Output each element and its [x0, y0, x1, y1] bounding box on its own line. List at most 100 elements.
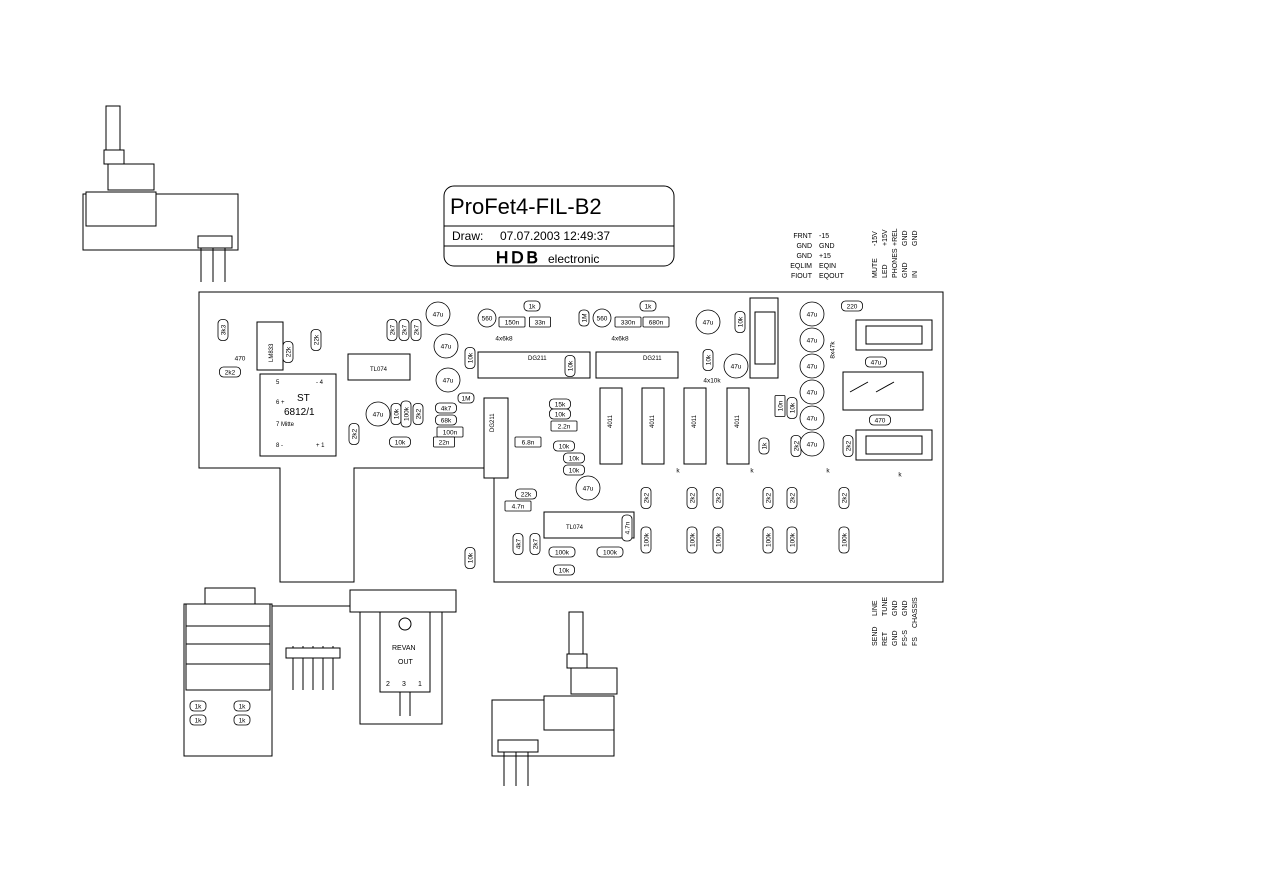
- component-value: 2k2: [766, 492, 773, 503]
- ic-chip-4011-2: 4011: [641, 387, 665, 465]
- draw-date: 07.07.2003 12:49:37: [500, 229, 610, 243]
- component-body: [553, 564, 575, 576]
- component-body: [529, 533, 541, 555]
- component-value: 1k: [195, 718, 203, 725]
- component-value: 2k2: [846, 440, 853, 451]
- capacitor-body: [799, 431, 825, 457]
- chip-label: LM833: [269, 343, 275, 362]
- conn-top-left-2-0: -15: [819, 233, 829, 240]
- component-body: [400, 400, 412, 428]
- component-body: [563, 464, 585, 476]
- component-label: 1k: [233, 714, 251, 726]
- component-label: 220: [841, 300, 863, 312]
- component-label: 10k: [464, 347, 476, 369]
- component-label: 47u: [799, 405, 825, 431]
- component-value: 470: [235, 356, 246, 363]
- capacitor-body: [799, 327, 825, 353]
- component-value: 2.2n: [558, 424, 571, 431]
- component-value: k: [750, 468, 754, 475]
- chip-label: DG211: [643, 356, 662, 362]
- conn-top-right-2-0: PHONES: [892, 248, 899, 278]
- conn-top-left-1-4: FIOUT: [791, 273, 813, 280]
- component-value: 150n: [505, 320, 520, 327]
- component-label: 4.7n: [504, 500, 532, 512]
- component-value: 22k: [521, 492, 532, 499]
- conn-top-right-1-1: +15V: [882, 229, 889, 246]
- conn-top-right-4-0: IN: [912, 271, 919, 278]
- component-value: k: [676, 468, 680, 475]
- component-value: 10k: [568, 360, 575, 371]
- component-label: 47u: [799, 379, 825, 405]
- component-value: 8x47k: [830, 341, 837, 359]
- component-body: [189, 700, 207, 712]
- capacitor-body: [477, 308, 497, 328]
- component-value: 10k: [738, 316, 745, 327]
- component-body: [219, 366, 241, 378]
- component-label: 10k: [389, 436, 411, 448]
- component-body: [217, 319, 229, 341]
- component-value: 10k: [790, 402, 797, 413]
- component-body: [553, 440, 575, 452]
- chip-label: DG211: [528, 356, 547, 362]
- component-label: 100k: [400, 400, 412, 428]
- component-label: 100k: [838, 526, 850, 554]
- component-label: 100k: [640, 526, 652, 554]
- component-label: 47u: [799, 301, 825, 327]
- capacitor-body: [435, 367, 461, 393]
- conn-top-left-2-4: EQOUT: [819, 273, 845, 280]
- pcb-outline: [198, 291, 944, 583]
- component-label: 680n: [642, 316, 670, 328]
- component-label: 1k: [758, 437, 770, 455]
- component-label: 4k7: [512, 533, 524, 555]
- conn-bottom-0-0: SEND: [872, 627, 879, 646]
- component-label: 2k2: [790, 435, 802, 457]
- chip-label: 4011: [650, 414, 656, 428]
- component-value: 68k: [441, 418, 452, 425]
- jack-label-out: OUT: [398, 659, 414, 666]
- component-label: 47u: [723, 353, 749, 379]
- component-body: [786, 526, 798, 554]
- component-value: 10k: [555, 412, 566, 419]
- component-body: [464, 347, 476, 369]
- capacitor-body: [695, 309, 721, 335]
- conn-top-right-0-1: -15V: [872, 231, 879, 246]
- component-body: [640, 526, 652, 554]
- component-body: [398, 319, 410, 341]
- drawing-title: ProFet4-FIL-B2: [450, 194, 602, 219]
- component-value: 2k2: [352, 428, 359, 439]
- component-body: [578, 309, 590, 327]
- component-value: 330n: [621, 320, 636, 327]
- component-body: [514, 436, 542, 448]
- component-label: 47u: [575, 475, 601, 501]
- component-label: 47u: [425, 301, 451, 327]
- component-body: [686, 487, 698, 509]
- conn-top-right-3-1: GND: [902, 230, 909, 246]
- component-label: 1M: [457, 392, 475, 404]
- conn-bottom-4-1: CHASSIS: [912, 597, 919, 628]
- component-label: k: [898, 472, 902, 479]
- conn-top-right-2-1: +REL: [892, 228, 899, 246]
- component-body: [529, 316, 551, 328]
- component-body: [762, 487, 774, 509]
- component-value: 47u: [807, 442, 818, 449]
- component-body: [233, 700, 251, 712]
- component-value: 47u: [807, 364, 818, 371]
- component-value: 220: [847, 304, 858, 311]
- component-body: [412, 403, 424, 425]
- component-value: 2k2: [690, 492, 697, 503]
- component-label: 47u: [799, 353, 825, 379]
- chip-label: 4011: [608, 414, 614, 428]
- component-label: 2k7: [398, 319, 410, 341]
- component-body: [457, 392, 475, 404]
- ic-chip-tl074-top: TL074: [347, 353, 411, 381]
- component-value: 1M: [461, 396, 470, 403]
- component-label: 1k: [189, 700, 207, 712]
- ic-chip-4011-1: 4011: [599, 387, 623, 465]
- component-value: k: [826, 468, 830, 475]
- component-body: [786, 397, 798, 419]
- component-label: 2k2: [640, 487, 652, 509]
- conn-top-left-2-2: +15: [819, 253, 831, 260]
- trafo-pin-7: 7 Mitte: [276, 422, 295, 428]
- component-value: 10k: [395, 440, 406, 447]
- component-value: 2k7: [390, 324, 397, 335]
